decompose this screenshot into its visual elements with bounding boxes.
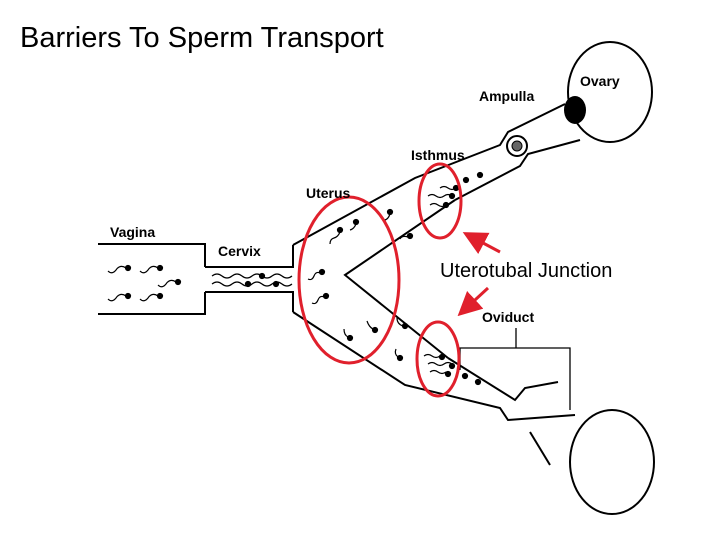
- sperm-cell: [343, 328, 354, 342]
- sperm-cell: [383, 208, 394, 221]
- label-oviduct: Oviduct: [482, 309, 534, 325]
- label-vagina: Vagina: [110, 224, 155, 240]
- junction-arrow-lower: [457, 286, 490, 317]
- follicle-dark: [564, 96, 586, 124]
- label-ampulla: Ampulla: [479, 88, 534, 104]
- label-uterus: Uterus: [306, 185, 351, 201]
- sperm-cell: [307, 268, 326, 281]
- sperm-cell: [311, 292, 330, 305]
- sperm-cell: [366, 320, 379, 334]
- uterus-upper-wall: [292, 103, 566, 246]
- cervix-sperm-cluster: [211, 273, 293, 287]
- sperm-cells: [107, 171, 484, 386]
- junction-arrow-upper: [462, 232, 501, 255]
- lower-junction-highlight: [415, 320, 461, 398]
- sperm-cell: [157, 278, 182, 288]
- oviduct-bracket: [459, 328, 571, 410]
- sperm-cell: [394, 348, 404, 362]
- upper-ovary: [567, 41, 653, 143]
- cervix-wall-top: [205, 245, 294, 268]
- sperm-cell: [396, 317, 409, 330]
- egg-icon: [506, 135, 528, 157]
- sperm-cell: [107, 264, 132, 274]
- uterus-highlight-ellipse: [297, 195, 401, 365]
- sperm-cell: [349, 218, 360, 231]
- sperm-cell: [107, 292, 132, 302]
- lower-oviduct-end: [529, 431, 551, 466]
- label-isthmus: Isthmus: [411, 147, 465, 163]
- lower-oviduct-inner: [447, 357, 559, 402]
- slide-title: Barriers To Sperm Transport: [20, 22, 384, 54]
- sperm-cell: [399, 232, 414, 240]
- sperm-cell: [329, 226, 344, 245]
- lower-ovary: [569, 409, 655, 515]
- upper-oviduct-inner: [454, 139, 581, 201]
- uterus-lower-wall: [292, 311, 576, 422]
- vagina-wall-bottom: [98, 292, 206, 315]
- uterus-inner-wedge: [343, 199, 456, 359]
- sperm-cell: [139, 292, 164, 302]
- lower-junction-sperm-cluster: [423, 353, 453, 375]
- tract-outline: [98, 103, 581, 466]
- label-uterotubal-junction: Uterotubal Junction: [440, 260, 612, 282]
- label-ovary: Ovary: [580, 73, 620, 89]
- cervix-wall-bottom: [205, 291, 294, 312]
- sperm-cell: [139, 264, 164, 274]
- upper-junction-highlight: [417, 162, 463, 240]
- label-cervix: Cervix: [218, 243, 261, 259]
- vagina-wall-top: [98, 243, 206, 267]
